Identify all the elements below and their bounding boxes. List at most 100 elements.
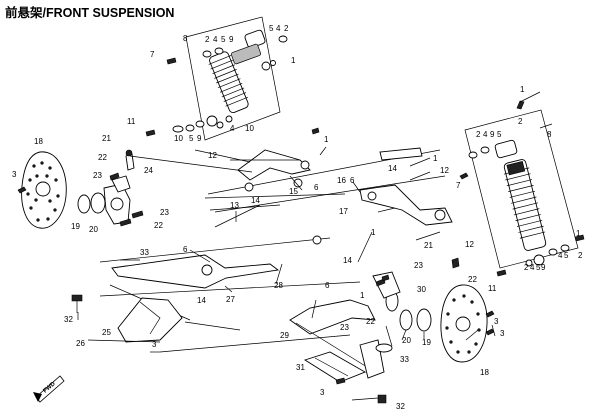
callout-3: 3 [12, 170, 17, 179]
callout-4: 4 [530, 263, 535, 272]
callout-21: 21 [102, 134, 111, 143]
callout-5: 5 [269, 24, 274, 33]
callout-1: 1 [360, 291, 365, 300]
callout-1: 1 [433, 154, 438, 163]
callout-8: 8 [547, 130, 552, 139]
callout-26: 26 [76, 339, 85, 348]
callout-7: 7 [150, 50, 155, 59]
callout-5: 5 [189, 134, 194, 143]
callout-3: 3 [494, 317, 499, 326]
callout-1: 1 [576, 229, 581, 238]
callout-6: 6 [183, 245, 188, 254]
callout-19: 19 [422, 338, 431, 347]
callout-5: 5 [564, 251, 569, 260]
callout-33: 33 [400, 355, 409, 364]
callout-5: 5 [536, 263, 541, 272]
callout-12: 12 [440, 166, 449, 175]
callout-5: 5 [497, 130, 502, 139]
right-brake-disc [440, 284, 495, 363]
callout-23: 23 [160, 208, 169, 217]
left-brake-disc [17, 151, 67, 229]
callout-1: 1 [520, 85, 525, 94]
callout-3: 3 [152, 340, 157, 349]
callout-4: 4 [230, 124, 235, 133]
callout-9: 9 [541, 263, 546, 272]
callout-22: 22 [98, 153, 107, 162]
callout-6: 6 [325, 281, 330, 290]
callout-11: 11 [127, 117, 136, 126]
right-shock-frame [464, 109, 579, 269]
callout-15: 15 [289, 187, 298, 196]
callout-4: 4 [483, 130, 488, 139]
callout-22: 22 [154, 221, 163, 230]
left-skid-plate [117, 297, 183, 343]
callout-7: 7 [456, 181, 461, 190]
callout-4: 4 [276, 24, 281, 33]
callout-17: 17 [339, 207, 348, 216]
callout-19: 19 [71, 222, 80, 231]
callout-32: 32 [64, 315, 73, 324]
bolts [71, 127, 460, 385]
left-shock-assembly [145, 16, 288, 141]
callout-10: 10 [245, 124, 254, 133]
callout-numbers: 1 1 1 1 1 2 2 3 3 3 4 4 5 5 6 6 6 6 7 7 … [12, 24, 583, 411]
callout-22: 22 [468, 275, 477, 284]
upper-a-arm-right [214, 175, 453, 226]
right-shock-assembly [459, 100, 585, 277]
callout-14: 14 [343, 256, 352, 265]
upper-a-arm-left [204, 147, 441, 228]
callout-2: 2 [284, 24, 289, 33]
left-knuckle [77, 149, 144, 227]
callout-8: 8 [183, 34, 188, 43]
callout-30: 30 [417, 285, 426, 294]
callout-5: 5 [221, 35, 226, 44]
callout-20: 20 [89, 225, 98, 234]
callout-3: 3 [500, 329, 505, 338]
lower-a-arm-right [289, 271, 432, 404]
callout-14: 14 [388, 164, 397, 173]
callout-6: 6 [314, 183, 319, 192]
callout-21: 21 [424, 241, 433, 250]
callout-4: 4 [558, 251, 563, 260]
callout-23: 23 [93, 171, 102, 180]
callout-2: 2 [476, 130, 481, 139]
right-skid-plate [303, 351, 367, 383]
callout-22: 22 [366, 317, 375, 326]
callout-13: 13 [230, 201, 239, 210]
callout-32: 32 [396, 402, 405, 411]
callout-9: 9 [490, 130, 495, 139]
callout-4: 4 [213, 35, 218, 44]
callout-28: 28 [274, 281, 283, 290]
callout-11: 11 [488, 284, 497, 293]
callout-27: 27 [226, 295, 235, 304]
callout-3: 3 [320, 388, 325, 397]
forward-direction-badge: FWD [33, 375, 65, 403]
callout-2: 2 [518, 117, 523, 126]
callout-29: 29 [280, 331, 289, 340]
callout-14: 14 [197, 296, 206, 305]
callout-24: 24 [144, 166, 153, 175]
callout-1: 1 [291, 56, 296, 65]
callout-9: 9 [229, 35, 234, 44]
callout-20: 20 [402, 336, 411, 345]
callout-23: 23 [414, 261, 423, 270]
callout-23: 23 [340, 323, 349, 332]
callout-25: 25 [102, 328, 111, 337]
callout-18: 18 [34, 137, 43, 146]
callout-2: 2 [205, 35, 210, 44]
callout-6: 6 [350, 176, 355, 185]
callout-1: 1 [324, 135, 329, 144]
callout-2: 2 [524, 263, 529, 272]
diagram-title: 前悬架/FRONT SUSPENSION [5, 5, 174, 20]
callout-1: 1 [371, 228, 376, 237]
callout-12: 12 [208, 151, 217, 160]
callout-18: 18 [480, 368, 489, 377]
callout-2: 2 [578, 251, 583, 260]
callout-9: 9 [197, 134, 202, 143]
callout-10: 10 [174, 134, 183, 143]
callout-33: 33 [140, 248, 149, 257]
callout-14: 14 [251, 196, 260, 205]
callout-16: 16 [337, 176, 346, 185]
callout-31: 31 [296, 363, 305, 372]
